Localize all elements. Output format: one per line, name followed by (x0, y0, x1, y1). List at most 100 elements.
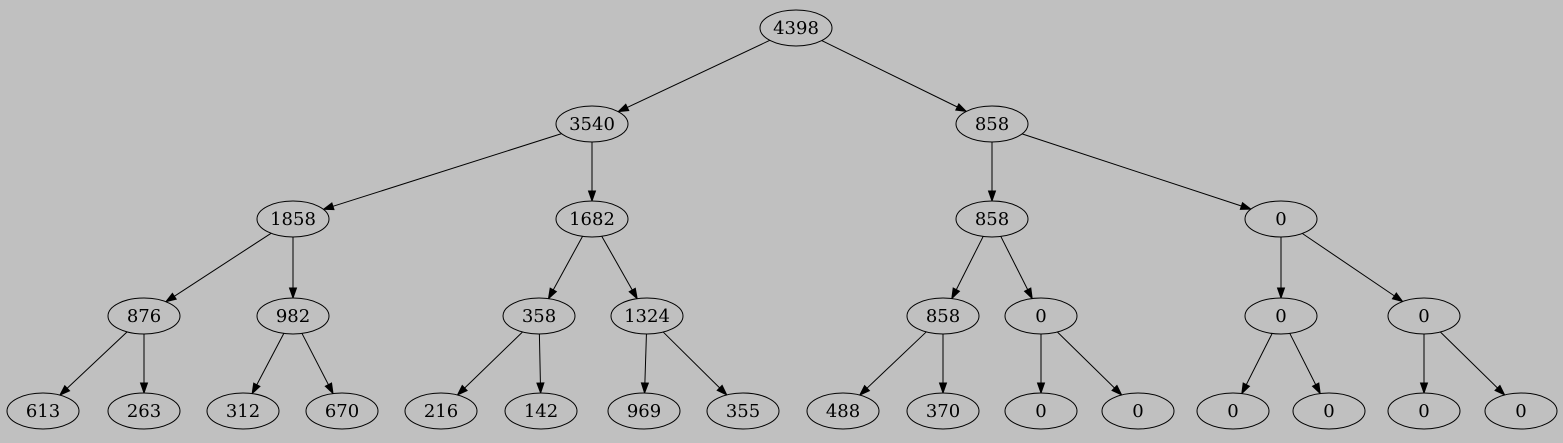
node-ellipse (607, 392, 681, 430)
tree-node-n18: 670 (305, 392, 379, 430)
node-ellipse (1484, 392, 1558, 430)
node-ellipse (107, 392, 181, 430)
edge-line (66, 331, 128, 389)
tree-node-n0: 4398 (759, 9, 833, 47)
node-ellipse (256, 200, 330, 238)
edge-n2-n5 (987, 142, 997, 203)
node-ellipse (1244, 200, 1318, 238)
edge-n11-n23 (858, 331, 927, 397)
node-ellipse (555, 105, 629, 143)
arrowhead-icon (1311, 382, 1321, 395)
edge-n4-n10 (601, 236, 638, 300)
tree-node-n8: 982 (256, 297, 330, 335)
edge-line (644, 333, 647, 384)
tree-node-n28: 0 (1292, 392, 1366, 430)
node-ellipse (504, 392, 578, 430)
node-label: 0 (1035, 401, 1046, 422)
edge-n3-n8 (288, 237, 298, 300)
arrowhead-icon (321, 202, 335, 211)
node-label: 488 (826, 401, 860, 422)
node-ellipse (256, 297, 330, 335)
edge-n11-n24 (938, 334, 948, 395)
arrowhead-icon (139, 382, 149, 395)
edge-line (1289, 333, 1317, 385)
tree-node-n21: 969 (607, 392, 681, 430)
arrowhead-icon (587, 190, 597, 203)
arrowhead-icon (628, 287, 638, 300)
node-ellipse (759, 9, 833, 47)
node-ellipse (806, 392, 880, 430)
edge-n1-n3 (321, 133, 562, 211)
tree-node-n11: 858 (906, 297, 980, 335)
edge-line (662, 331, 721, 389)
node-label: 216 (424, 401, 458, 422)
edge-line (1440, 331, 1498, 389)
node-label: 0 (1418, 401, 1429, 422)
tree-node-n7: 876 (107, 297, 181, 335)
node-ellipse (906, 297, 980, 335)
edge-n7-n16 (139, 334, 149, 395)
arrowhead-icon (456, 384, 468, 397)
arrowhead-icon (951, 287, 961, 300)
node-ellipse (502, 297, 576, 335)
node-ellipse (1387, 392, 1461, 430)
tree-node-n24: 370 (906, 392, 980, 430)
node-label: 0 (1035, 306, 1046, 327)
edge-n12-n25 (1036, 334, 1046, 395)
node-label: 0 (1418, 306, 1429, 327)
tree-node-n6: 0 (1244, 200, 1318, 238)
tree-node-n13: 0 (1244, 297, 1318, 335)
edge-n14-n30 (1440, 331, 1506, 397)
tree-node-n16: 263 (107, 392, 181, 430)
arrowhead-icon (955, 103, 968, 113)
arrowhead-icon (640, 382, 650, 395)
node-ellipse (404, 392, 478, 430)
edge-line (332, 133, 562, 207)
arrowhead-icon (324, 382, 334, 395)
edge-line (301, 333, 329, 385)
tree-node-n27: 0 (1196, 392, 1270, 430)
tree-node-n15: 613 (6, 392, 80, 430)
tree-node-n14: 0 (1387, 297, 1461, 335)
node-ellipse (555, 200, 629, 238)
arrowhead-icon (288, 287, 298, 300)
node-label: 0 (1275, 209, 1286, 230)
arrowhead-icon (1036, 382, 1046, 395)
edge-n4-n9 (547, 236, 583, 300)
node-label: 0 (1275, 306, 1286, 327)
node-ellipse (305, 392, 379, 430)
arrowhead-icon (987, 190, 997, 203)
tree-node-n23: 488 (806, 392, 880, 430)
arrowhead-icon (536, 382, 545, 395)
arrowhead-icon (547, 287, 558, 300)
edge-n6-n14 (1302, 233, 1404, 303)
edge-n1-n4 (587, 142, 597, 203)
node-ellipse (6, 392, 80, 430)
arrowhead-icon (858, 384, 871, 397)
node-label: 370 (926, 401, 960, 422)
node-label: 355 (726, 401, 760, 422)
node-label: 1682 (569, 209, 615, 230)
edge-n5-n11 (951, 236, 984, 300)
edge-line (174, 232, 272, 297)
tree-node-n2: 858 (955, 105, 1029, 143)
node-label: 858 (975, 209, 1009, 230)
tree-node-n25: 0 (1004, 392, 1078, 430)
node-label: 876 (127, 306, 161, 327)
node-ellipse (1387, 297, 1461, 335)
node-ellipse (610, 297, 684, 335)
edge-line (1245, 333, 1273, 385)
node-label: 858 (926, 306, 960, 327)
tree-node-n20: 142 (504, 392, 578, 430)
arrowhead-icon (58, 384, 71, 397)
tree-node-n17: 312 (206, 392, 280, 430)
node-label: 312 (226, 401, 260, 422)
node-ellipse (1292, 392, 1366, 430)
node-ellipse (206, 392, 280, 430)
edge-n13-n28 (1289, 333, 1321, 395)
arrowhead-icon (1419, 382, 1429, 395)
edge-line (627, 39, 770, 108)
node-ellipse (1196, 392, 1270, 430)
